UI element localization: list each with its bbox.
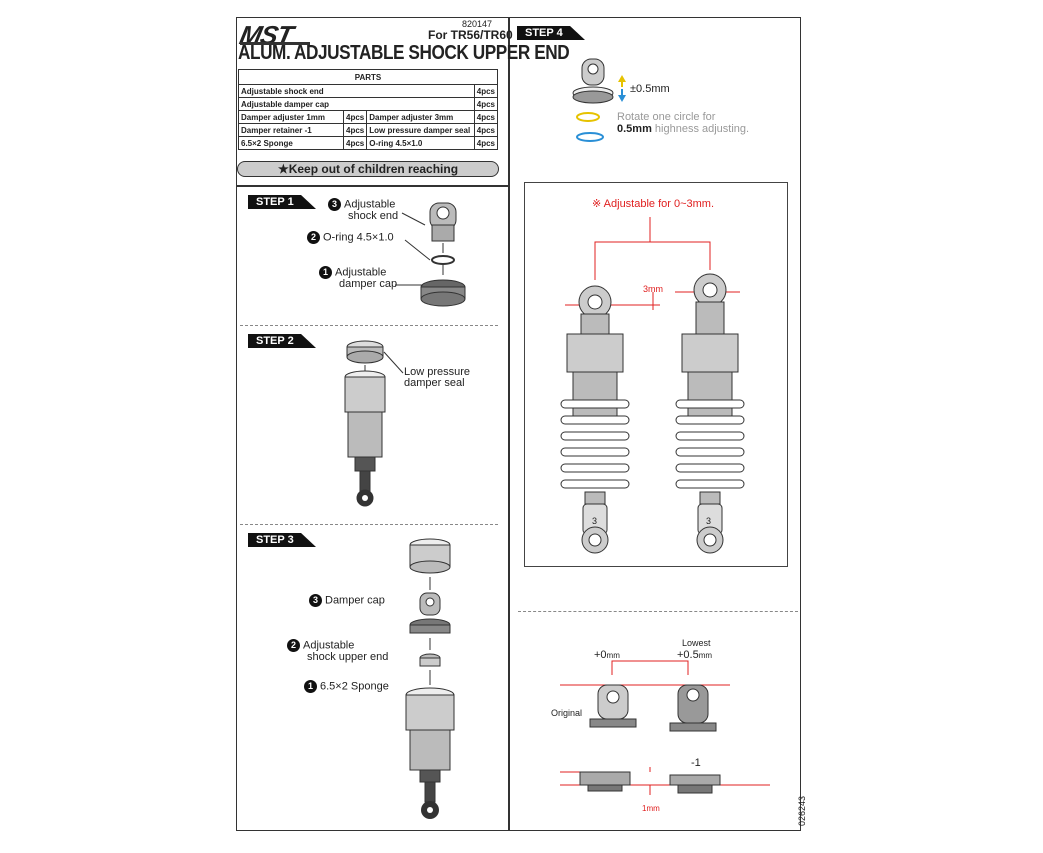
page-title: ALUM. ADJUSTABLE SHOCK UPPER END [238, 42, 570, 64]
step1-badge: STEP 1 [248, 195, 316, 209]
step1-parts-illustration [395, 202, 466, 307]
minus1-label: -1 [691, 757, 701, 769]
table-row: Adjustable damper cap 4pcs [238, 97, 499, 111]
plus05-label: +0.5mm [677, 649, 713, 661]
step2-shock-illustration [344, 340, 404, 507]
step3-shock-illustration [405, 538, 455, 819]
rotate-arrows-icon [576, 112, 604, 142]
adjust-value: ±0.5mm [630, 83, 670, 95]
section-divider [518, 611, 798, 612]
step4-end-illustration [572, 58, 626, 104]
shock-comparison-illustration [560, 217, 745, 554]
rotate-text-line2: 0.5mm highness adjusting. [617, 123, 750, 135]
one-mm-label: 1mm [642, 804, 660, 813]
gap-label: 3mm [643, 284, 663, 294]
original-label: Original [551, 708, 583, 718]
adjustable-note: ※ Adjustable for 0~3mm. [592, 198, 715, 210]
table-row: Damper retainer -1 4pcs Low pressure dam… [238, 123, 499, 137]
compatible-models: For TR56/TR60 [428, 28, 513, 42]
header-divider [236, 185, 509, 187]
step2-label: Low pressure damper seal [404, 366, 471, 389]
section-divider [240, 524, 498, 525]
table-row: 6.5×2 Sponge 4pcs O-ring 4.5×1.0 4pcs [238, 136, 499, 150]
shock-number-right: 3 [706, 516, 712, 526]
brand-logo-underline [240, 42, 310, 45]
lowest-label: Lowest [682, 638, 711, 648]
step3-badge: STEP 3 [248, 533, 316, 547]
step2-badge: STEP 2 [248, 334, 316, 348]
adjuster-comparison-illustration [560, 660, 770, 795]
parts-table: PARTS Adjustable shock end 4pcs Adjustab… [238, 69, 499, 150]
shock-number-left: 3 [592, 516, 598, 526]
product-code: 820147 [462, 19, 493, 29]
page-frame [236, 17, 801, 831]
step4-badge: STEP 4 [517, 26, 585, 40]
table-row: Adjustable shock end 4pcs [238, 84, 499, 98]
column-divider [508, 17, 510, 831]
parts-heading: PARTS [238, 69, 498, 85]
plus0-label: +0mm [594, 649, 620, 661]
document-id: 026243 [797, 795, 807, 826]
adjustment-diagram-box [524, 182, 788, 567]
table-row: Damper adjuster 1mm 4pcs Damper adjuster… [238, 110, 499, 124]
rotate-text-line1: Rotate one circle for [617, 111, 716, 123]
section-divider [240, 325, 498, 326]
warning-banner: ★Keep out of children reaching [237, 161, 499, 177]
